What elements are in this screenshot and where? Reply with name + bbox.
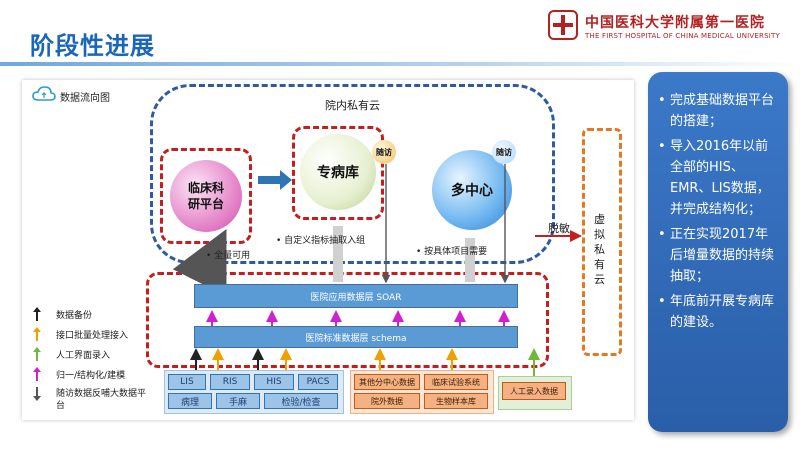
- summary-item: 年底前开展专病库的建设。: [658, 291, 778, 333]
- legend-item: 数据备份: [32, 306, 150, 326]
- summary-panel: 完成基础数据平台的搭建； 导入2016年以前全部的HIS、EMR、LIS数据，并…: [648, 72, 788, 432]
- source-anesthesia: 手麻: [216, 393, 260, 409]
- summary-list: 完成基础数据平台的搭建； 导入2016年以前全部的HIS、EMR、LIS数据，并…: [648, 72, 788, 333]
- source-ris: RIS: [210, 374, 250, 390]
- source-his: HIS: [254, 374, 294, 390]
- cloud-label: 数据流向图: [60, 93, 110, 104]
- hospital-name-cn: 中国医科大学附属第一医院: [585, 15, 765, 31]
- follow-up-badge-1: 随访: [372, 140, 396, 164]
- title-underline: [0, 62, 800, 66]
- project-need-label: • 按具体项目需要: [416, 247, 488, 257]
- legend-arrow-icon: [33, 307, 41, 321]
- follow-up-badge-2: 随访: [492, 140, 516, 164]
- app-data-layer: 医院应用数据层 SOAR: [194, 284, 518, 308]
- follow-up-label-1: 随访: [376, 147, 392, 157]
- custom-extract-label: • 自定义指标抽取入组: [276, 236, 366, 246]
- clinical-platform-label: 临床科研平台: [187, 181, 224, 211]
- source-lis: LIS: [168, 374, 206, 390]
- private-cloud-label: 院内私有云: [325, 99, 380, 112]
- legend-item: 归一/结构化/建模: [32, 366, 150, 386]
- source-biobank: 生物样本库: [424, 393, 488, 409]
- legend-item: 接口批量处理接入: [32, 326, 150, 346]
- legend-item: 随访数据反哺大数据平台: [32, 386, 150, 416]
- source-lab-exam: 检验/检查: [264, 393, 338, 409]
- cloud-icon: [32, 86, 56, 101]
- multi-center-node: 多中心: [432, 150, 512, 230]
- source-pacs: PACS: [298, 374, 338, 390]
- full-use-label: • 全量可用: [206, 251, 251, 261]
- virtual-cloud-box: [582, 128, 622, 356]
- summary-item: 正在实现2017年后增量数据的持续抽取；: [658, 224, 778, 287]
- legend-arrow-icon: [33, 387, 41, 401]
- legend-arrow-icon: [33, 367, 41, 381]
- source-other-centers: 其他分中心数据: [354, 374, 420, 390]
- private-cloud-boundary: [150, 84, 555, 264]
- legend-arrow-icon: [33, 347, 41, 361]
- summary-item: 导入2016年以前全部的HIS、EMR、LIS数据，并完成结构化；: [658, 136, 778, 220]
- standard-data-layer: 医院标准数据层 schema: [194, 326, 518, 348]
- source-clinical-trials: 临床试验系统: [424, 374, 488, 390]
- clinical-platform-node: 临床科研平台: [170, 160, 242, 232]
- page-title: 阶段性进展: [30, 32, 155, 60]
- specialty-db-node: 专病库: [300, 134, 376, 210]
- source-external-data: 院外数据: [354, 393, 420, 409]
- summary-item: 完成基础数据平台的搭建；: [658, 90, 778, 132]
- legend-arrow-icon: [33, 327, 41, 341]
- specialty-db-box: [292, 126, 384, 220]
- source-manual-entry: 人工录入数据: [502, 382, 566, 400]
- hospital-cross-icon: [548, 10, 578, 40]
- desensitize-label: 脱敏: [548, 222, 570, 235]
- virtual-cloud-label: 虚拟私有云: [594, 213, 605, 286]
- multi-center-label: 多中心: [451, 183, 493, 199]
- legend: 数据备份 接口批量处理接入 人工界面录入 归一/结构化/建模 随访数据反哺大数据…: [32, 306, 150, 416]
- follow-up-label-2: 随访: [496, 147, 512, 157]
- specialty-db-label: 专病库: [317, 165, 359, 181]
- legend-item: 人工界面录入: [32, 346, 150, 366]
- source-pathology: 病理: [168, 393, 212, 409]
- hospital-name-en: THE FIRST HOSPITAL OF CHINA MEDICAL UNIV…: [585, 32, 780, 40]
- data-layers-box: [146, 272, 549, 368]
